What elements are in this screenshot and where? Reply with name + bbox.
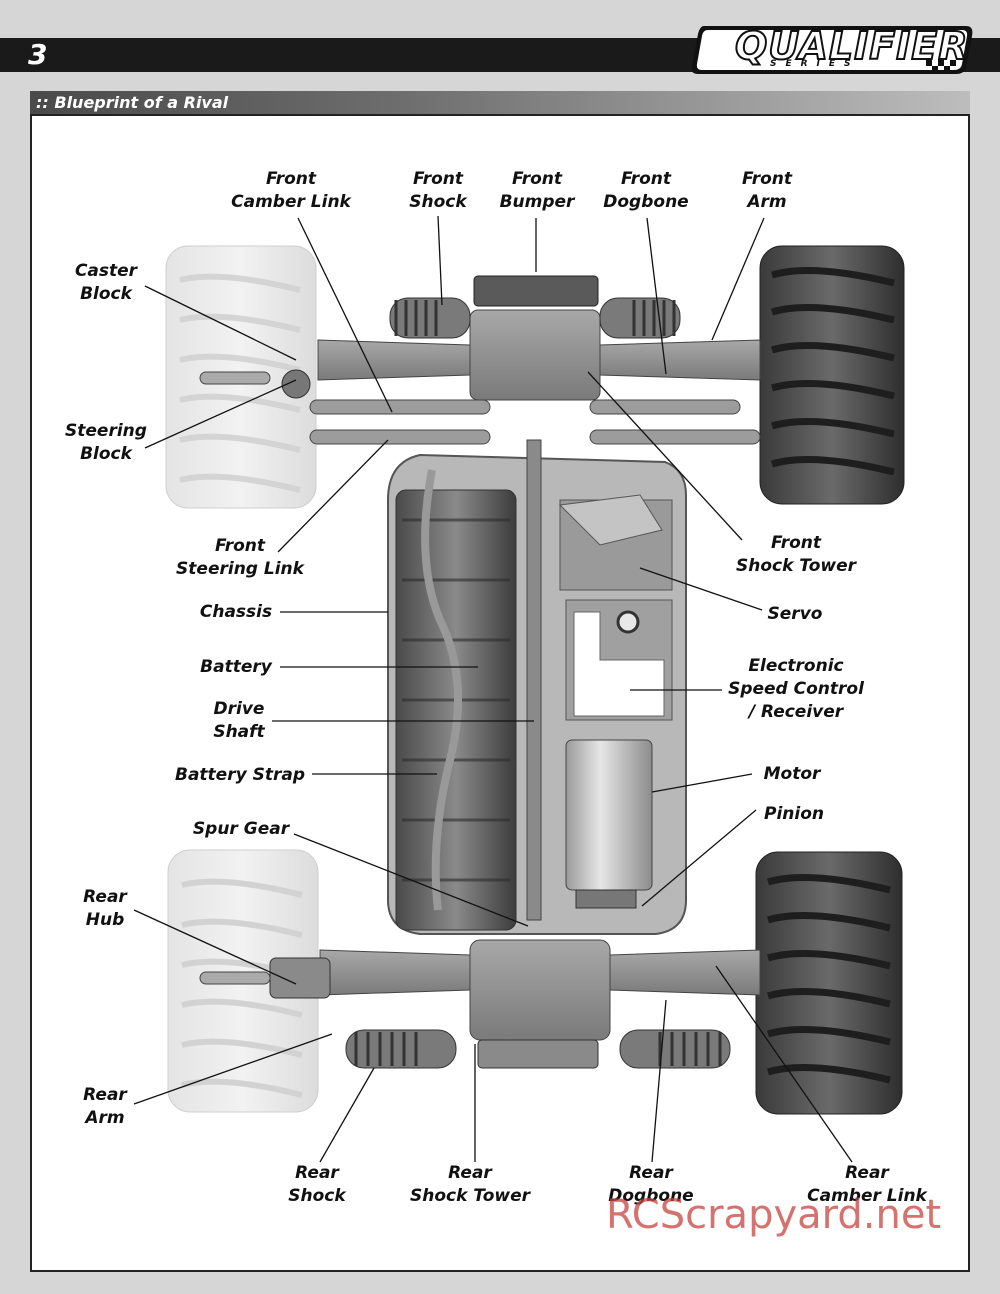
label-motor: Motor (763, 764, 821, 784)
rear-suspension (199, 939, 761, 1069)
logo-text: QUALIFIER (734, 23, 969, 69)
front-suspension (199, 275, 761, 445)
label-chassis: Chassis (199, 602, 273, 622)
callout-leader-lines (133, 215, 853, 1163)
qualifier-logo (691, 26, 973, 74)
rear-right-tire (755, 851, 903, 1115)
label-spur-gear: Spur Gear (192, 819, 290, 839)
label-battery-strap: Battery Strap (175, 765, 305, 785)
page-number: 3 (28, 38, 48, 71)
front-right-tire (759, 245, 905, 505)
label-battery: Battery (200, 657, 272, 677)
label-servo: Servo (767, 604, 823, 624)
chassis-body (387, 439, 687, 935)
logo-series-text: SERIES (770, 59, 860, 69)
section-title: :: Blueprint of a Rival (36, 93, 229, 112)
label-pinion: Pinion (764, 804, 824, 824)
section-bar (30, 91, 970, 114)
watermark: RCScrapyard.net (606, 1192, 942, 1238)
